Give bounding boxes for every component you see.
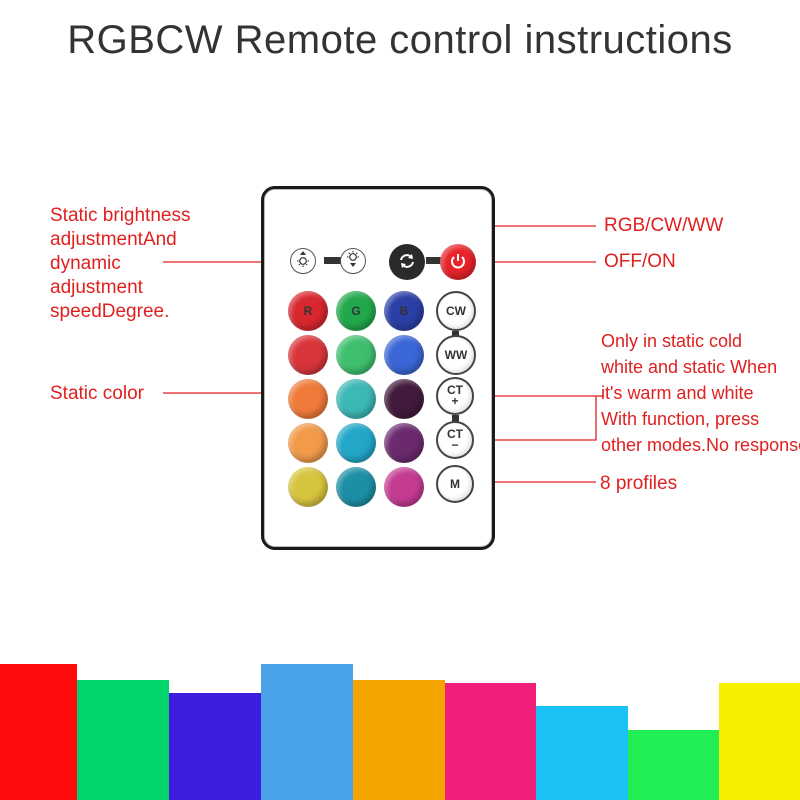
green-button[interactable]: G [336,291,376,331]
static-cold-annotation-line-4: With function, press [601,409,760,429]
power-button[interactable] [440,244,476,280]
brightness-up-icon [294,250,312,273]
color-bar-9 [719,683,800,800]
blue-button-label: B [399,304,409,318]
color-button-red-2[interactable] [288,335,328,375]
static-cold-annotation-line-2: white and static When [601,357,778,377]
color-bar-3 [169,693,261,800]
color-button-blue-2[interactable] [384,335,424,375]
brightness-pair-connector [324,257,346,264]
color-button-light-orange[interactable] [288,423,328,463]
brightness-annotation-line-5: speedDegree. [50,301,170,322]
ct-minus-button[interactable]: CT − [436,421,474,459]
brightness-annotation-line-2: adjustmentAnd [50,229,177,250]
color-bar-4 [261,664,353,800]
static-cold-annotation-line-1: Only in static cold [601,331,743,351]
color-button-magenta[interactable] [384,467,424,507]
color-button-yellow[interactable] [288,467,328,507]
green-button-label: G [351,304,361,318]
brightness-down-button[interactable] [340,248,366,274]
color-bar-2 [77,680,169,800]
brightness-annotation-line-3: dynamic [50,253,121,274]
static-cold-annotation: Only in static cold white and static Whe… [601,328,800,458]
power-icon [448,251,468,274]
color-bar-8 [628,730,719,800]
brightness-annotation-line-4: adjustment [50,277,143,298]
page-title: RGBCW Remote control instructions [67,18,733,62]
color-button-teal[interactable] [336,379,376,419]
ct-plus-label: CT [447,383,463,397]
ct-minus-sign: − [451,438,459,452]
color-button-purple[interactable] [384,423,424,463]
power-pair-connector [426,257,448,264]
static-color-annotation: Static color [50,383,144,404]
static-cold-annotation-line-5: other modes.No response [601,435,800,455]
color-button-cyan[interactable] [336,423,376,463]
cw-button[interactable]: CW [436,291,476,331]
cycle-icon [397,251,417,274]
ct-plus-sign: + [451,394,459,408]
ww-button[interactable]: WW [436,335,476,375]
red-button[interactable]: R [288,291,328,331]
brightness-down-icon [344,250,362,273]
remote-control: R G B CW WW CT + CT − M [261,186,495,550]
off-on-annotation: OFF/ON [604,251,676,272]
red-button-label: R [303,304,313,318]
mode-m-label: M [450,477,460,491]
color-bar-1 [0,664,77,800]
color-button-green-2[interactable] [336,335,376,375]
mode-m-button[interactable]: M [436,465,474,503]
static-cold-annotation-line-3: it's warm and white [601,383,754,403]
ww-button-label: WW [444,348,468,362]
blue-button[interactable]: B [384,291,424,331]
bottom-color-bars [0,600,800,800]
mode-cycle-button[interactable] [389,244,425,280]
color-button-orange[interactable] [288,379,328,419]
color-button-dark-cyan[interactable] [336,467,376,507]
cw-button-label: CW [446,304,466,318]
color-bar-6 [445,683,536,800]
brightness-up-button[interactable] [290,248,316,274]
brightness-annotation: Static brightness adjustmentAnd dynamic … [50,204,190,324]
brightness-annotation-line-1: Static brightness [50,205,191,226]
color-bar-5 [353,680,445,800]
ct-connector [478,395,597,441]
color-button-dark-purple[interactable] [384,379,424,419]
ct-minus-label: CT [447,427,463,441]
rgb-cw-ww-annotation: RGB/CW/WW [604,215,724,236]
profiles-annotation: 8 profiles [600,473,678,494]
ct-plus-button[interactable]: CT + [436,377,474,415]
color-bar-7 [536,706,628,800]
